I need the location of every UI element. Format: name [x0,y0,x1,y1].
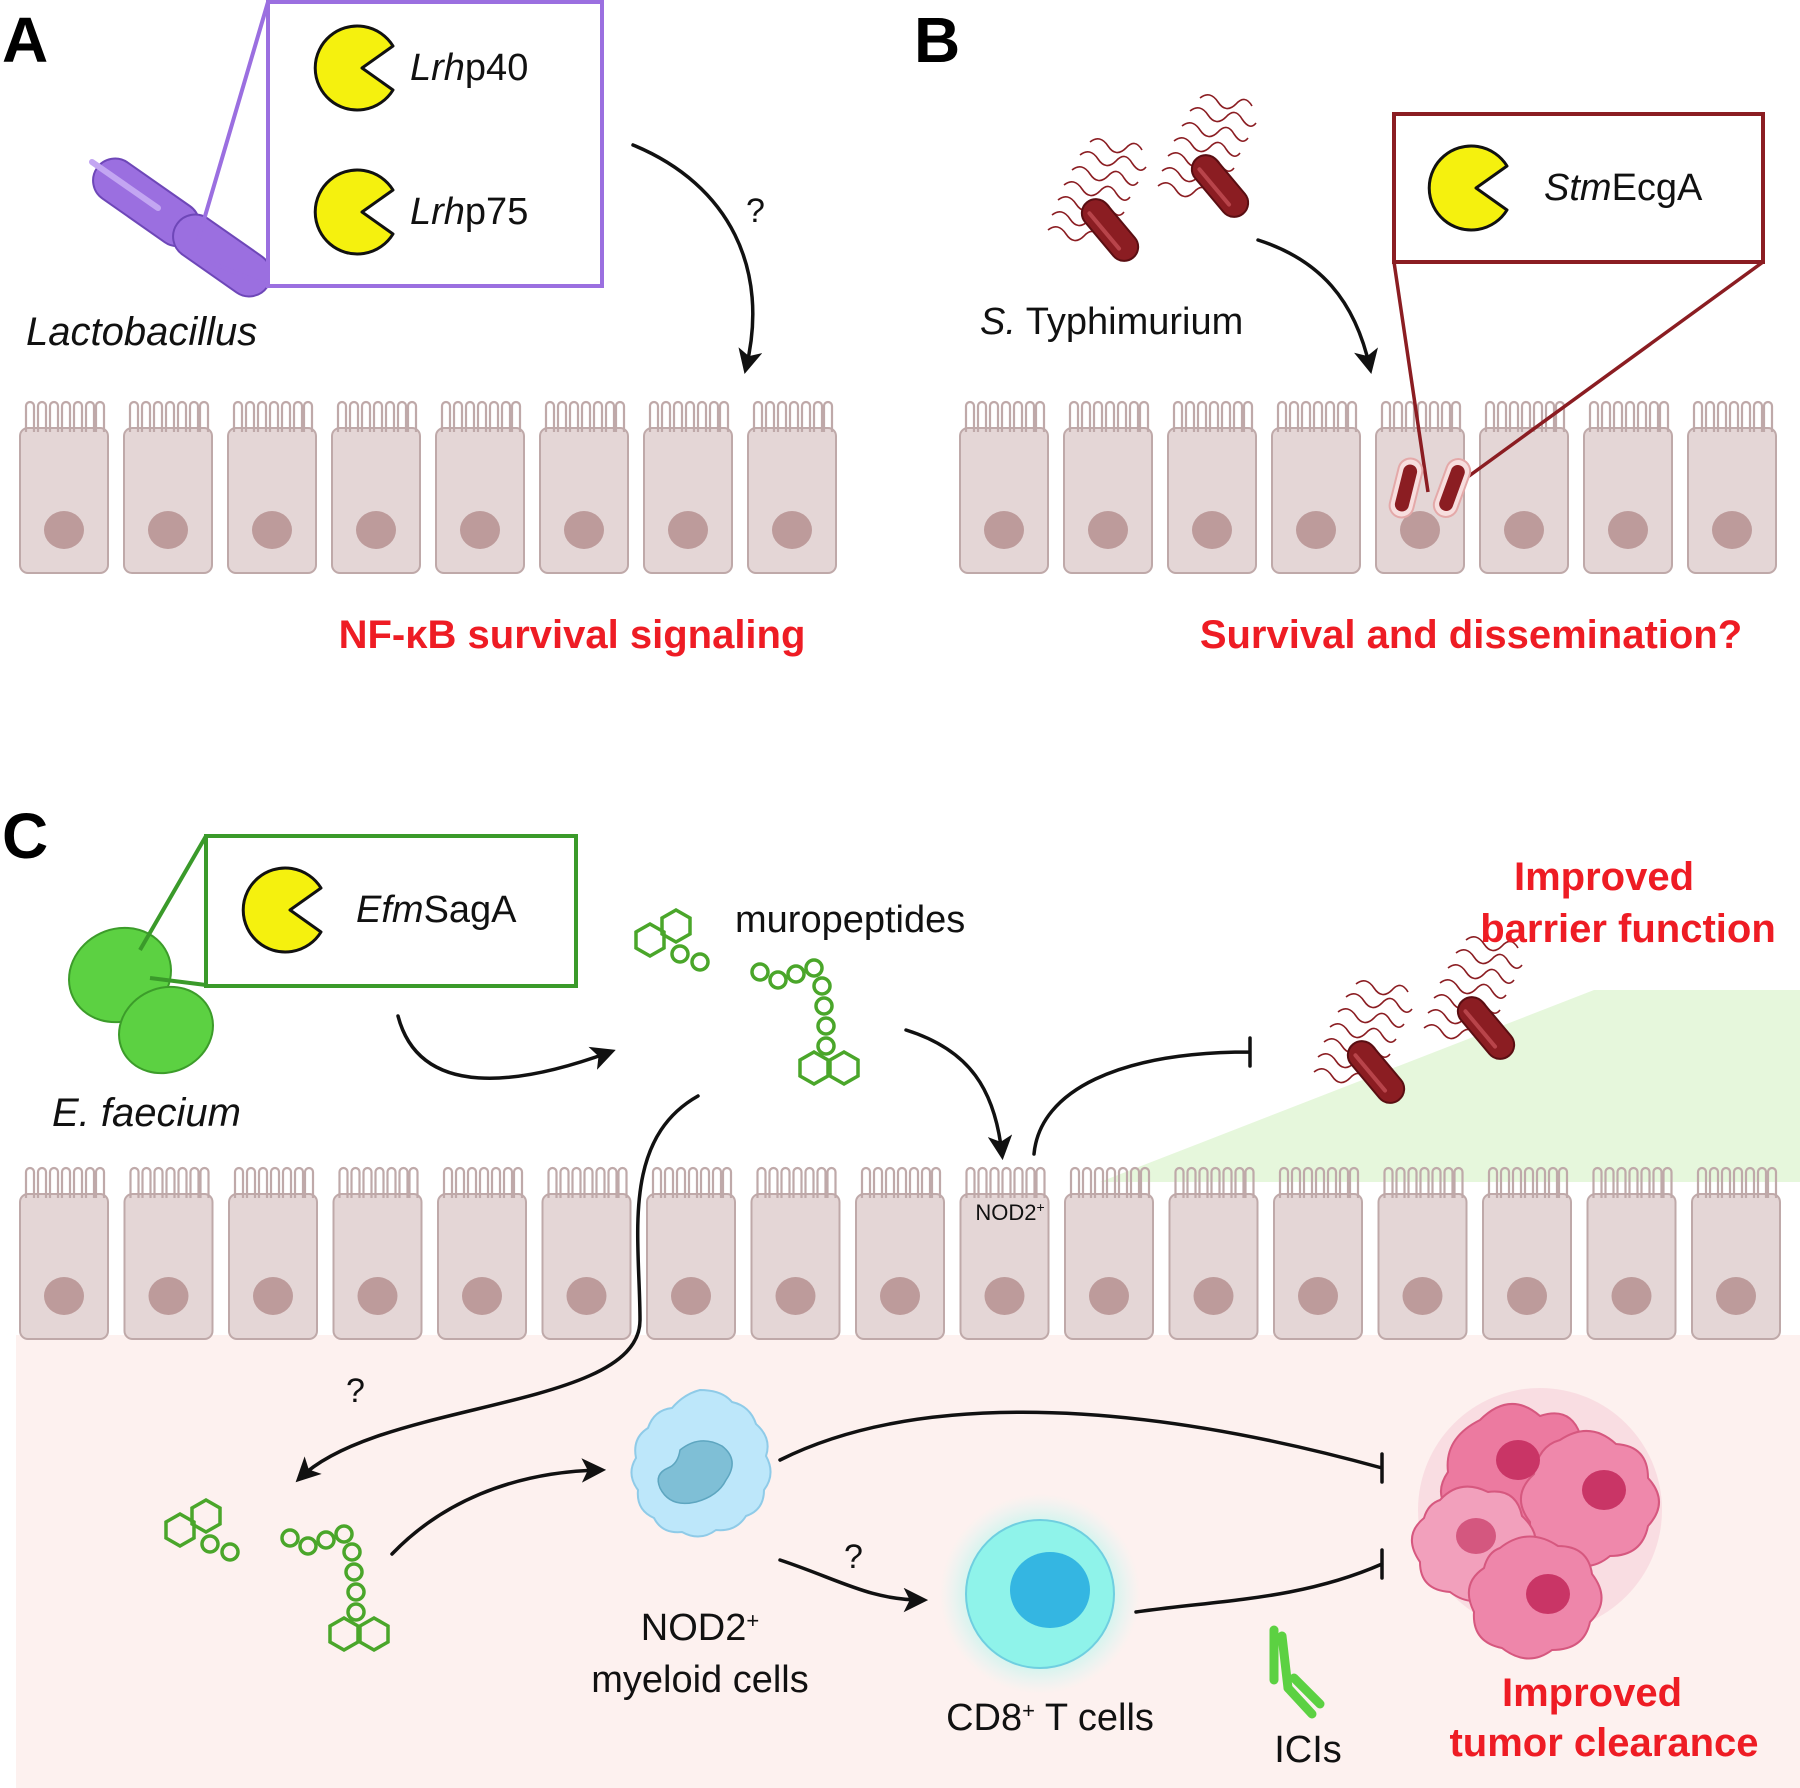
tcell-label: CD8+ T cells [946,1697,1154,1739]
epithelial-cell [1582,400,1674,575]
myeloid-line1: NOD2+ [641,1607,759,1649]
antibody-icon [1269,1625,1325,1719]
efaecium-icon [68,926,214,1075]
epithelium-a [18,400,838,575]
arrow-c-4 [778,1558,929,1613]
outcome-b: Survival and dissemination? [1200,613,1742,657]
epithelial-cell [1272,1166,1364,1341]
epithelial-cell [642,400,734,575]
epithelial-cell [123,1166,214,1341]
epithelial-cell [645,1166,737,1341]
tumor-line2: tumor clearance [1449,1721,1758,1765]
barrier-line1: Improved [1514,855,1694,899]
epithelial-cell [436,1166,528,1341]
epithelial-cell [1063,1166,1155,1341]
arrow-b [1256,238,1378,374]
muropeptides-label: muropeptides [735,899,965,941]
tumor-icon [1411,1388,1662,1660]
panel-label-a: A [2,4,48,76]
outcome-a: NF-κB survival signaling [339,613,806,657]
epithelial-cell [1168,1166,1259,1341]
arrow-c-1 [396,1014,616,1080]
inhibit-pathogen [1032,1036,1252,1156]
question-left: ? [346,1372,365,1410]
epithelial-cell [434,400,526,575]
epithelial-cell [226,400,318,575]
epithelial-cell [746,400,838,575]
epithelial-cell [227,1166,319,1341]
panel-label-c: C [2,800,48,872]
epithelial-cell [1270,400,1362,575]
enzyme-efmsaga: EfmSagA [356,889,517,931]
epithelial-cell [750,1166,841,1341]
epithelial-cell [1686,400,1778,575]
inhibit-tumor-tcell [1134,1548,1384,1614]
epithelial-cell [1062,400,1154,575]
question-mid: ? [844,1538,863,1576]
zoom-lines-c [138,834,208,987]
epithelial-cell [1166,400,1258,575]
enzyme-box-a [266,0,604,288]
epithelial-cell [332,1166,423,1341]
epithelial-cell [1377,1166,1468,1341]
epithelial-cell [541,1166,632,1341]
zoom-lines-b [1392,260,1765,493]
salmonella-icon [1156,92,1258,225]
muropeptide-icon [750,958,860,1086]
enzyme-stmecga: StmEcgA [1544,167,1703,209]
nod2-cell-label: NOD2+ [975,1199,1044,1225]
arrow-c-3 [390,1458,607,1556]
epithelial-cell [958,400,1050,575]
muropeptide-icon [634,908,710,972]
barrier-line2: barrier function [1480,907,1776,951]
epithelium-c [18,1166,1782,1341]
epithelial-cell [18,400,110,575]
tumor-line1: Improved [1502,1671,1682,1715]
arrow-c-2 [904,1028,1013,1161]
epithelial-cell [1478,400,1570,575]
lactobacillus-label: Lactobacillus [26,310,257,354]
enzyme-lrhp75: Lrhp75 [410,191,528,233]
epithelial-cell [959,1166,1050,1341]
lactobacillus-icon [89,157,273,298]
salmonella-label: S. Typhimurium [980,301,1243,343]
t-cell-icon [940,1494,1140,1694]
efaecium-label: E. faecium [52,1091,241,1135]
myeloid-cell-icon [630,1388,772,1538]
arrow-c-translocation [295,1094,700,1483]
epithelial-cell [330,400,422,575]
epithelial-cell [1481,1166,1573,1341]
epithelial-cell [18,1166,110,1341]
epithelial-cell [122,400,214,575]
ici-label: ICIs [1274,1729,1342,1771]
epithelial-cell [1690,1166,1782,1341]
enzyme-lrhp40: Lrhp40 [410,47,528,89]
epithelial-cell [538,400,630,575]
panel-label-b: B [914,4,960,76]
arrow-a [631,143,763,374]
epithelium-b [958,400,1778,575]
salmonella-icon [1046,136,1148,269]
barrier-region [1100,990,1800,1182]
intracellular-salmonella-icon [1388,457,1472,519]
zoom-lines-a [196,1,270,288]
inhibit-tumor-myeloid [778,1410,1384,1484]
question-a: ? [746,192,765,230]
myeloid-line2: myeloid cells [591,1659,809,1701]
epithelial-cell [854,1166,946,1341]
epithelial-cell [1586,1166,1677,1341]
